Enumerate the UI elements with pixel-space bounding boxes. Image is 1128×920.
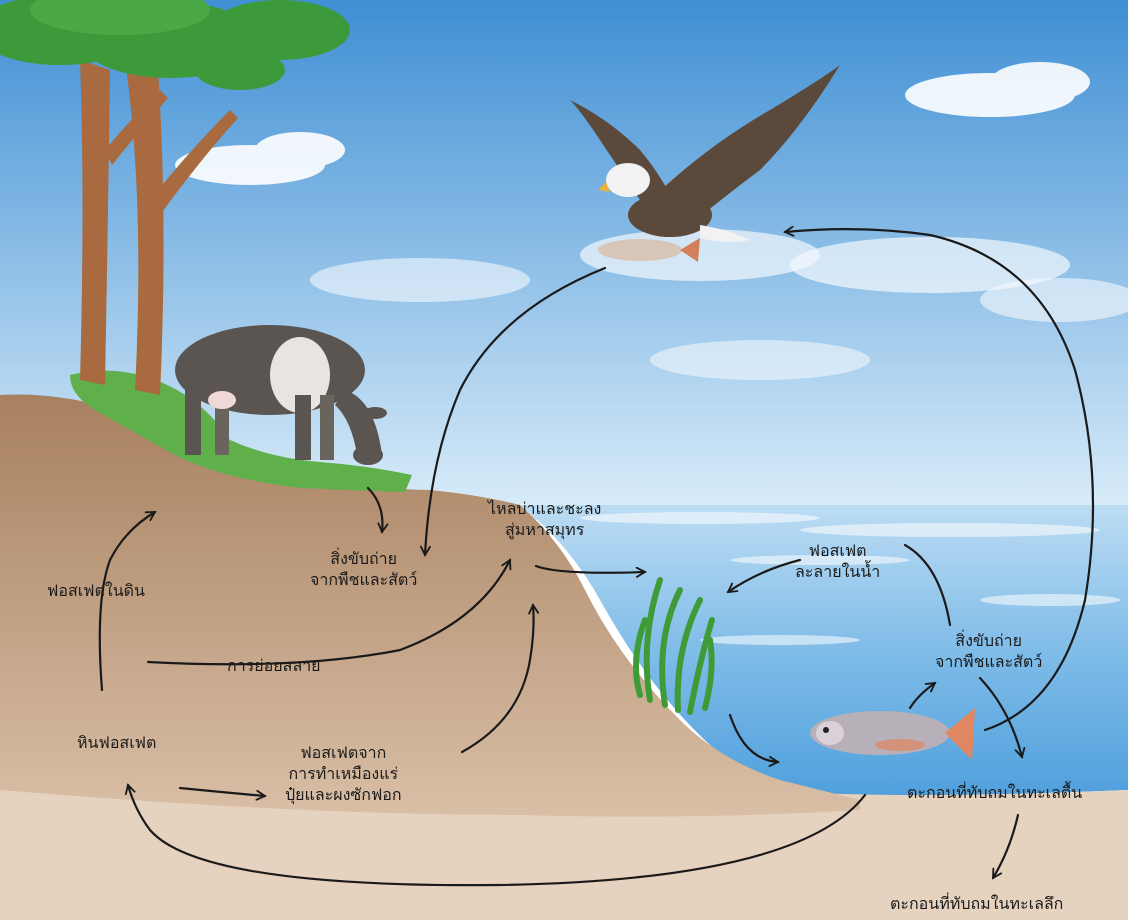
dissolved-phosphate-line-2: ละลายในน้ำ bbox=[795, 561, 880, 582]
land-excretion-line-2: จากพืชและสัตว์ bbox=[310, 569, 417, 590]
label-shallow-sediment: ตะกอนที่ทับถมในทะเลตื้น bbox=[905, 782, 1084, 803]
human-phosphate-line-2: การทำเหมืองแร่ bbox=[285, 763, 402, 784]
label-phosphate-rock: หินฟอสเฟต bbox=[75, 732, 158, 753]
label-land-excretion: สิ่งขับถ่าย จากพืชและสัตว์ bbox=[310, 548, 417, 590]
deep-sediment-text: ตะกอนที่ทับถมในทะเลลึก bbox=[888, 893, 1065, 914]
phosphate-in-soil-text: ฟอสเฟตในดิน bbox=[45, 580, 147, 601]
human-phosphate-line-1: ฟอสเฟตจาก bbox=[285, 742, 402, 763]
label-phosphate-in-soil: ฟอสเฟตในดิน bbox=[45, 580, 147, 601]
phosphate-rock-text: หินฟอสเฟต bbox=[75, 732, 158, 753]
label-deep-sediment: ตะกอนที่ทับถมในทะเลลึก bbox=[888, 893, 1065, 914]
human-phosphate-line-3: ปุ๋ยและผงซักฟอก bbox=[285, 784, 402, 805]
label-human-phosphate: ฟอสเฟตจาก การทำเหมืองแร่ ปุ๋ยและผงซักฟอก bbox=[285, 742, 402, 805]
sea-excretion-line-2: จากพืชและสัตว์ bbox=[935, 651, 1042, 672]
label-dissolved-phosphate: ฟอสเฟต ละลายในน้ำ bbox=[795, 540, 880, 582]
shallow-sediment-text: ตะกอนที่ทับถมในทะเลตื้น bbox=[905, 782, 1084, 803]
label-sea-excretion: สิ่งขับถ่าย จากพืชและสัตว์ bbox=[935, 630, 1042, 672]
decomposition-text: การย่อยสลาย bbox=[225, 655, 323, 676]
label-decomposition: การย่อยสลาย bbox=[225, 655, 323, 676]
runoff-line-1: ไหลบ่าและชะลง bbox=[488, 498, 601, 519]
label-runoff: ไหลบ่าและชะลง สู่มหาสมุทร bbox=[488, 498, 601, 540]
sea-excretion-line-1: สิ่งขับถ่าย bbox=[935, 630, 1042, 651]
dissolved-phosphate-line-1: ฟอสเฟต bbox=[795, 540, 880, 561]
runoff-line-2: สู่มหาสมุทร bbox=[488, 519, 601, 540]
land-excretion-line-1: สิ่งขับถ่าย bbox=[310, 548, 417, 569]
